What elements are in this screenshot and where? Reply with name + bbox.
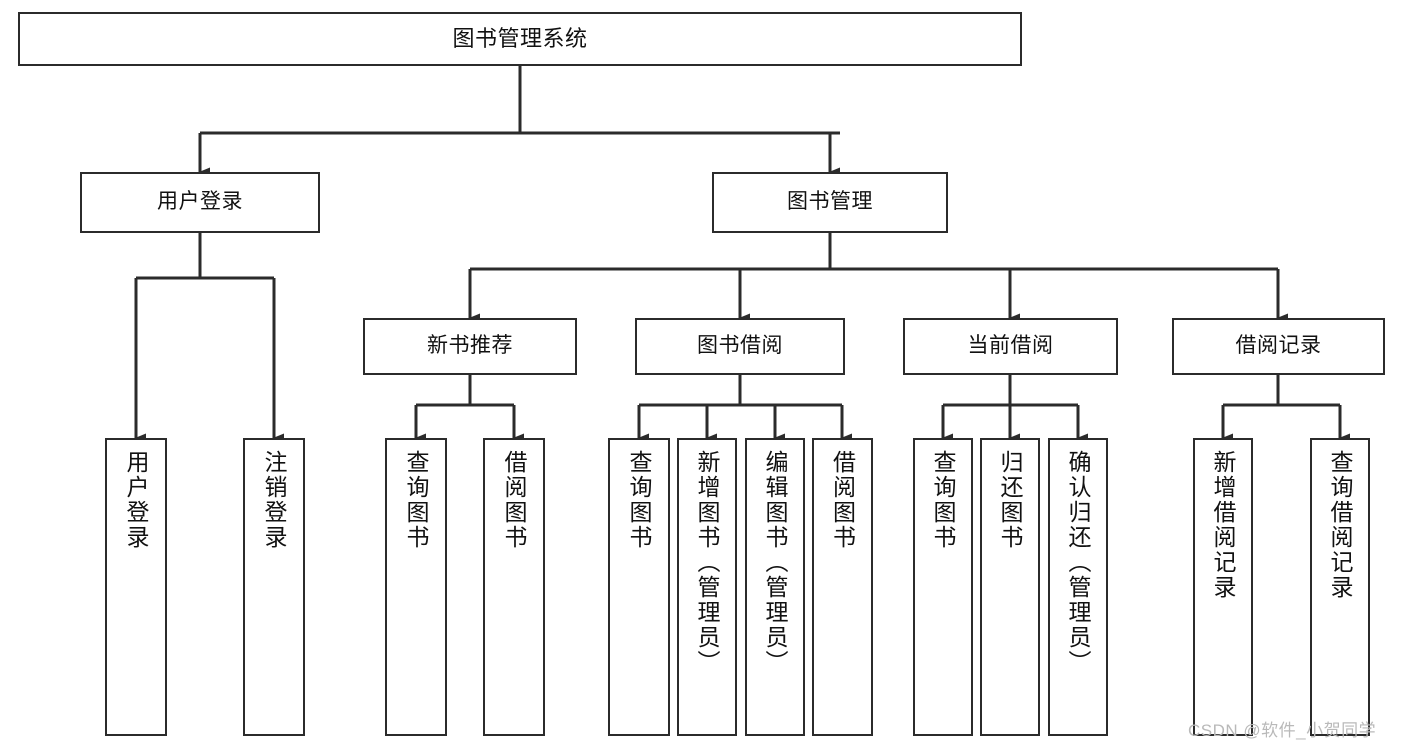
leaf-current-confirm-return-admin[interactable]: 确认归还（管理员） <box>1048 438 1108 736</box>
node-label: 新书推荐 <box>427 334 513 358</box>
node-label: 借阅图书 <box>501 450 528 550</box>
leaf-borrow-borrow-book[interactable]: 借阅图书 <box>812 438 873 736</box>
node-current-borrow[interactable]: 当前借阅 <box>903 318 1118 375</box>
node-label: 归还图书 <box>997 450 1024 550</box>
leaf-borrow-add-book-admin[interactable]: 新增图书（管理员） <box>677 438 737 736</box>
node-label: 用户登录 <box>123 450 150 550</box>
node-label: 查询图书 <box>626 450 653 550</box>
leaf-recommend-borrow-book[interactable]: 借阅图书 <box>483 438 545 736</box>
node-label: 图书管理系统 <box>452 26 588 52</box>
node-root-system[interactable]: 图书管理系统 <box>18 12 1022 66</box>
leaf-record-query-record[interactable]: 查询借阅记录 <box>1310 438 1370 736</box>
leaf-user-login-signin[interactable]: 用户登录 <box>105 438 167 736</box>
node-label: 新增借阅记录 <box>1210 450 1237 600</box>
node-label: 用户登录 <box>157 190 243 214</box>
node-label: 确认归还（管理员） <box>1065 450 1092 675</box>
leaf-record-add-record[interactable]: 新增借阅记录 <box>1193 438 1253 736</box>
node-label: 查询借阅记录 <box>1327 450 1354 600</box>
node-label: 图书借阅 <box>697 334 783 358</box>
node-label: 图书管理 <box>787 190 873 214</box>
node-label: 查询图书 <box>403 450 430 550</box>
node-book-borrow[interactable]: 图书借阅 <box>635 318 845 375</box>
leaf-user-login-signout[interactable]: 注销登录 <box>243 438 305 736</box>
node-book-management[interactable]: 图书管理 <box>712 172 948 233</box>
leaf-borrow-query-book[interactable]: 查询图书 <box>608 438 670 736</box>
node-label: 查询图书 <box>930 450 957 550</box>
watermark-text: CSDN @软件_小贺同学 <box>1188 721 1377 740</box>
node-label: 当前借阅 <box>967 334 1054 358</box>
node-label: 注销登录 <box>261 450 288 550</box>
node-label: 借阅记录 <box>1235 334 1322 358</box>
leaf-borrow-edit-book-admin[interactable]: 编辑图书（管理员） <box>745 438 805 736</box>
node-new-book-recommend[interactable]: 新书推荐 <box>363 318 577 375</box>
leaf-current-return-book[interactable]: 归还图书 <box>980 438 1040 736</box>
node-user-login[interactable]: 用户登录 <box>80 172 320 233</box>
node-label: 新增图书（管理员） <box>694 450 721 675</box>
node-borrow-record[interactable]: 借阅记录 <box>1172 318 1385 375</box>
node-label: 借阅图书 <box>829 450 856 550</box>
node-label: 编辑图书（管理员） <box>762 450 789 675</box>
leaf-current-query-book[interactable]: 查询图书 <box>913 438 973 736</box>
leaf-recommend-query-book[interactable]: 查询图书 <box>385 438 447 736</box>
